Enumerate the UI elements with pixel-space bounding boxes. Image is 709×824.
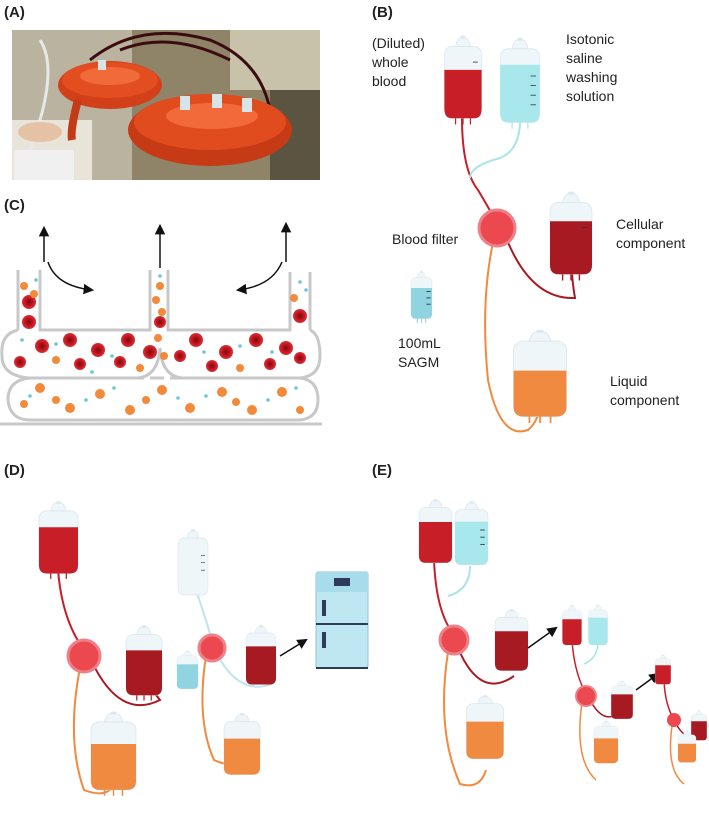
- caption-liquid: Liquid component: [610, 372, 679, 410]
- caption-line: blood: [372, 73, 407, 89]
- caption-line: (Diluted): [372, 35, 425, 51]
- caption-line: washing: [566, 69, 618, 85]
- caption-whole-blood: (Diluted) whole blood: [372, 34, 425, 91]
- arrow-to-fridge: [279, 638, 308, 657]
- caption-line: 100mL: [398, 335, 441, 351]
- caption-line: component: [616, 235, 686, 251]
- refrigerator-icon: [315, 571, 369, 669]
- bag-saline: [499, 37, 541, 129]
- caption-line: saline: [566, 50, 603, 66]
- bag-sagm: [410, 270, 433, 324]
- caption-line: solution: [566, 88, 615, 104]
- caption-line: SAGM: [398, 354, 440, 370]
- caption-line: Isotonic: [566, 31, 615, 47]
- arrow-curve-left: [47, 261, 95, 295]
- bag-cellular: [549, 191, 593, 281]
- photo-panel-a: [12, 30, 320, 180]
- panel-label-a: (A): [4, 4, 25, 21]
- bag-liquid: [513, 329, 567, 424]
- caption-line: component: [610, 392, 680, 408]
- caption-cellular: Cellular component: [616, 215, 685, 253]
- blood-filter: [477, 208, 517, 248]
- arrow-curve-right: [235, 261, 283, 295]
- bag-whole-blood: [444, 35, 482, 125]
- caption-sagm: 100mL SAGM: [398, 334, 441, 372]
- arrow-stage-3: [635, 672, 660, 691]
- workflow-d: [38, 501, 369, 796]
- caption-line: Liquid: [610, 373, 648, 389]
- panel-label-b: (B): [372, 4, 393, 21]
- workflow-e: [418, 498, 707, 787]
- panel-label-d: (D): [4, 462, 25, 479]
- arrow-stage-2: [527, 626, 558, 649]
- caption-line: Cellular: [616, 216, 664, 232]
- panel-label-e: (E): [372, 462, 392, 479]
- filter-schematic-c: [0, 221, 322, 426]
- panel-label-c: (C): [4, 197, 25, 214]
- caption-saline: Isotonic saline washing solution: [566, 30, 617, 106]
- caption-line: whole: [372, 54, 409, 70]
- caption-filter: Blood filter: [392, 231, 459, 247]
- workflow-b: [410, 35, 593, 433]
